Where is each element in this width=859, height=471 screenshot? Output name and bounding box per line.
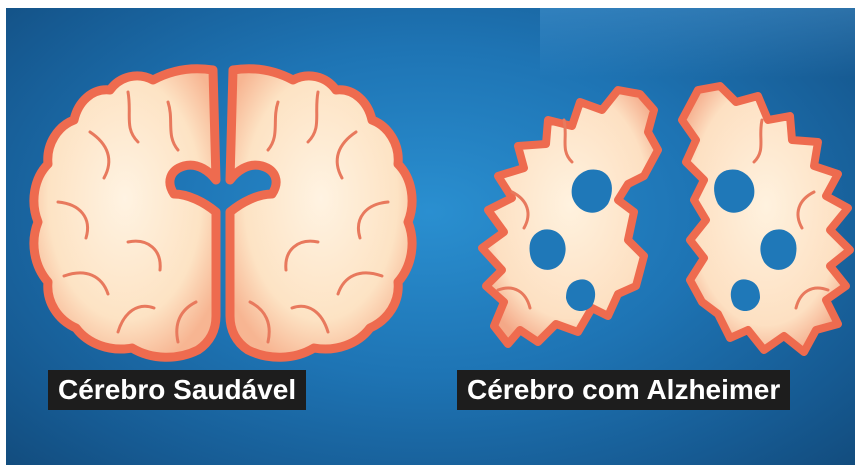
healthy-brain-illustration (28, 62, 418, 362)
healthy-left-hemisphere (34, 69, 216, 358)
alzheimer-right-hemisphere (682, 86, 850, 352)
healthy-brain-caption: Cérebro Saudável (48, 370, 306, 410)
white-border-bottom (0, 465, 859, 471)
white-border-left (0, 0, 6, 471)
white-border-top (0, 0, 859, 8)
white-border-right (855, 0, 859, 471)
alzheimer-brain-illustration (468, 80, 858, 362)
alzheimer-brain-caption: Cérebro com Alzheimer (457, 370, 790, 410)
healthy-right-hemisphere (230, 69, 412, 358)
background-sheen (540, 8, 859, 78)
